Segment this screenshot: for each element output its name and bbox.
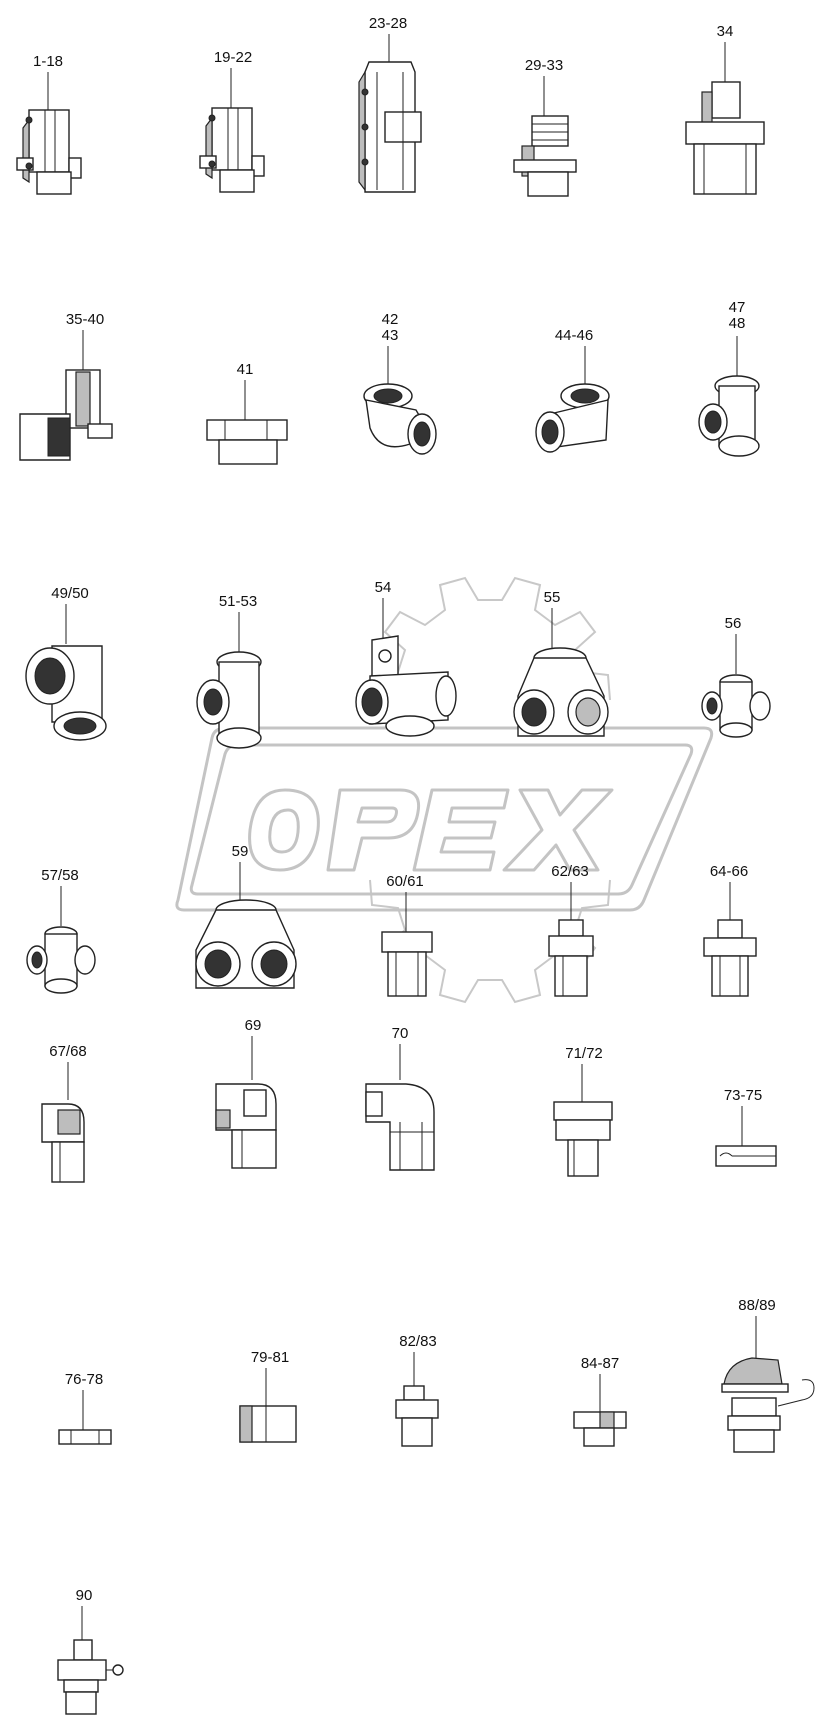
- part-label: 54: [374, 579, 392, 596]
- part-label: 62/63: [551, 863, 589, 880]
- watermark-text: [248, 788, 614, 872]
- bracket-tee-icon: [355, 598, 457, 737]
- part-label: 60/61: [386, 873, 424, 890]
- part-label: 82/83: [399, 1333, 437, 1350]
- straight-adapter-icon: [685, 42, 765, 195]
- tee-icon: [196, 612, 262, 749]
- union-fitting-icon: [199, 68, 265, 193]
- hex-nut-icon: [58, 1390, 112, 1445]
- part-label: 41: [236, 361, 254, 378]
- part-label: 29-33: [524, 57, 564, 74]
- test-coupling-icon: [57, 1606, 124, 1715]
- part-label: 35-40: [65, 311, 105, 328]
- union-fitting-icon: [16, 72, 82, 195]
- four-way-block-icon: [513, 608, 609, 737]
- part-label: 84-87: [580, 1355, 620, 1372]
- part-label: 64-66: [709, 863, 749, 880]
- elbow-adapter-icon: [41, 1062, 85, 1183]
- plug-icon: [395, 1352, 439, 1447]
- part-label: 79-81: [250, 1349, 290, 1366]
- lock-nut-icon: [715, 1106, 777, 1167]
- part-label: 51-53: [218, 593, 258, 610]
- reducer-bushing-icon: [206, 380, 288, 465]
- tee-icon: [698, 336, 760, 457]
- threaded-adapter-icon: [513, 76, 577, 197]
- tee-icon: [25, 604, 107, 741]
- part-label: 57/58: [41, 867, 79, 884]
- swivel-elbow-icon: [19, 330, 113, 461]
- cross-icon: [26, 886, 96, 994]
- part-label: 19-22: [213, 49, 253, 66]
- elbow-adapter-icon: [215, 1036, 277, 1169]
- part-label: 76-78: [64, 1371, 104, 1388]
- hex-plug-icon: [573, 1374, 627, 1447]
- elbow-icon: [363, 346, 437, 455]
- part-label: 71/72: [565, 1045, 603, 1062]
- test-coupling-icon: [721, 1316, 815, 1453]
- part-label: 56: [724, 615, 742, 632]
- part-label: 69: [244, 1017, 262, 1034]
- part-label: 49/50: [51, 585, 89, 602]
- sleeve-icon: [239, 1368, 297, 1443]
- part-label: 44-46: [554, 327, 594, 344]
- part-label: 90: [75, 1587, 93, 1604]
- part-label: 59: [231, 843, 249, 860]
- push-in-connector-icon: [358, 34, 422, 193]
- elbow-adapter-icon: [365, 1044, 435, 1171]
- part-label: 34: [716, 23, 734, 40]
- part-label: 23-28: [368, 15, 408, 32]
- plug-adapter-icon: [553, 1064, 613, 1177]
- part-label: 55: [543, 589, 561, 606]
- nipple-icon: [703, 882, 757, 997]
- part-label: 67/68: [49, 1043, 87, 1060]
- cross-icon: [701, 634, 771, 738]
- part-label: 70: [391, 1025, 409, 1042]
- part-label: 1-18: [32, 53, 64, 70]
- nipple-icon: [381, 892, 433, 997]
- part-label: 88/89: [738, 1297, 776, 1314]
- nipple-icon: [548, 882, 594, 997]
- four-way-block-icon: [195, 862, 297, 989]
- part-label: 73-75: [723, 1087, 763, 1104]
- elbow-icon: [535, 346, 610, 453]
